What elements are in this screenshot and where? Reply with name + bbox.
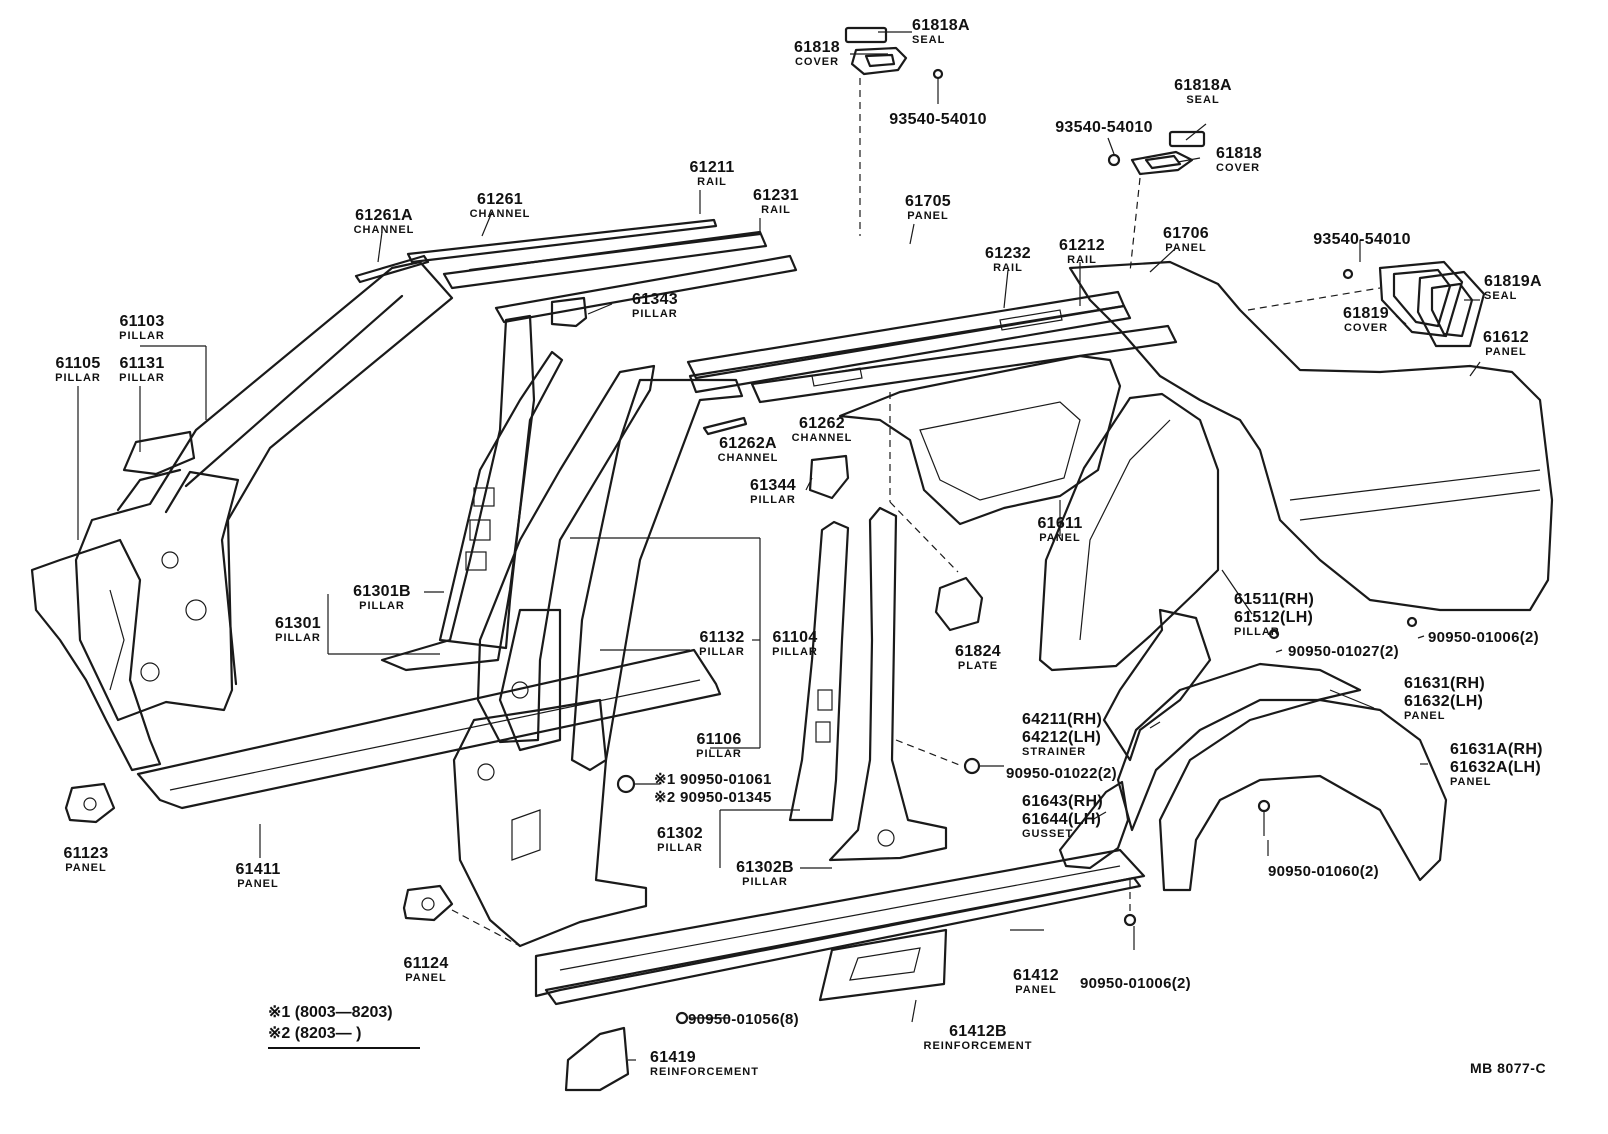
fastener-label-90950-01006-upper: 90950-01006(2) <box>1428 629 1539 646</box>
fastener-label-90950-01060: 90950-01060(2) <box>1268 863 1379 880</box>
callout-64211: 64211(RH) <box>1022 711 1103 728</box>
callout-61632: 61632(LH)PANEL <box>1404 693 1484 722</box>
callout-64212: 64212(LH)STRAINER <box>1022 729 1102 758</box>
fastener-label-90950-01345: ※2 90950-01345 <box>654 789 772 806</box>
front-pillar-assembly <box>30 260 454 772</box>
callout-61644: 61644(LH)GUSSET <box>1022 811 1102 840</box>
roof-seal-cover-right <box>1107 130 1206 176</box>
center-lower-panel <box>452 698 648 948</box>
inner-a-pillar <box>380 314 564 672</box>
fastener-label-90950-01027: 90950-01027(2) <box>1288 643 1399 660</box>
callout-93540-top: 93540-54010 <box>889 111 987 128</box>
callout-93540-right: 93540-54010 <box>1055 119 1153 136</box>
rocker-reinforcement <box>818 928 948 1002</box>
roof-rails-channels <box>354 218 1178 436</box>
cowl-panel-small <box>64 782 116 824</box>
callout-61631: 61631(RH) <box>1404 675 1485 692</box>
leader-lines <box>77 31 1481 1061</box>
cowl-panel-lower <box>402 884 454 922</box>
rear-quarter-panel <box>1068 260 1554 612</box>
callout-61643: 61643(RH) <box>1022 793 1103 810</box>
wheel-house-panels <box>1102 608 1448 892</box>
lower-reinforcement <box>564 1026 630 1092</box>
gusset <box>1058 780 1130 870</box>
center-b-pillar <box>476 364 744 772</box>
upper-pillar-bracket <box>550 296 588 328</box>
rear-wheel-pillar <box>1038 392 1220 672</box>
rear-door-opening-panel <box>838 354 1122 526</box>
roof-seal-cover-top <box>844 26 944 104</box>
fastener-bolt <box>616 774 636 794</box>
legend-line-2: ※2 (8203— ) <box>268 1025 362 1042</box>
callout-61631A: 61631A(RH) <box>1450 741 1543 758</box>
legend-line-1: ※1 (8003—8203) <box>268 1004 393 1021</box>
fastener-label-90950-01022: 90950-01022(2) <box>1006 765 1117 782</box>
rocker-panel-rear <box>534 848 1146 1006</box>
fastener-label-90950-01061: ※1 90950-01061 <box>654 771 772 788</box>
inner-b-pillar-rear <box>788 506 948 862</box>
callout-61632A: 61632A(LH)PANEL <box>1450 759 1542 788</box>
plate <box>934 576 984 632</box>
fastener-label-90950-01056: 90950-01056(8) <box>688 1011 799 1028</box>
fastener-label-90950-01006-lower: 90950-01006(2) <box>1080 975 1191 992</box>
callout-61511: 61511(RH) <box>1234 591 1315 608</box>
callout-93540-quarter: 93540-54010 <box>1313 231 1411 248</box>
quarter-window-seal-cover <box>1342 260 1486 348</box>
applicability-legend: ※1 (8003—8203) ※2 (8203— ) <box>268 1002 420 1049</box>
diagram-code: MB 8077-C <box>1470 1060 1547 1076</box>
rocker-panel-front <box>136 648 722 810</box>
upper-pillar-bracket-rear <box>808 454 850 500</box>
callout-61512: 61512(LH)PILLAR <box>1234 609 1314 638</box>
